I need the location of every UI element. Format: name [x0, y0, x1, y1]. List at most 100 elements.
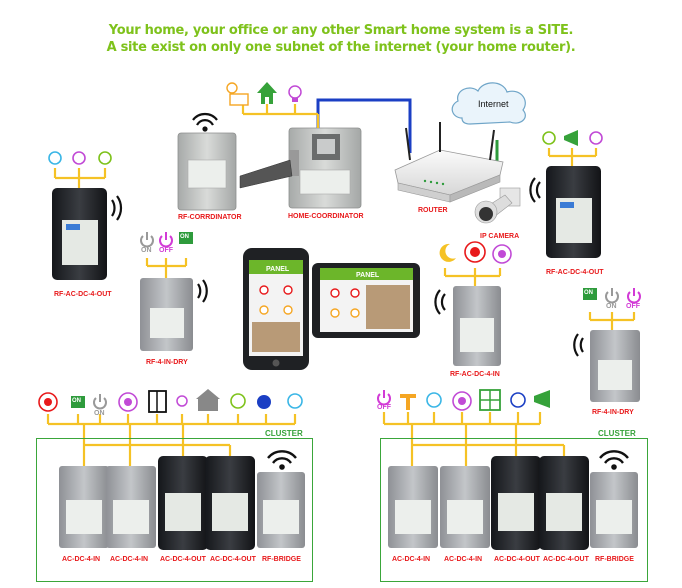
state-off-label: OFF	[159, 247, 173, 254]
bulb-icon	[72, 151, 86, 165]
window-icon	[148, 390, 167, 413]
rf-4-in-dry-right-label: RF-4-IN-DRY	[592, 409, 634, 416]
cluster-left-ac-dc-4-in-2	[106, 466, 156, 548]
window-icon	[479, 389, 501, 411]
wifi-icon	[267, 450, 297, 470]
bulb-icon	[510, 392, 526, 408]
switch-on-icon	[583, 288, 597, 300]
cluster-left-ac-dc-4-out-2	[205, 456, 255, 550]
switch-on-icon	[71, 396, 85, 408]
alarm-icon	[452, 391, 472, 411]
rf-ac-dc-4-out-left	[52, 188, 107, 280]
flat-cable	[239, 159, 293, 189]
bulb-icon	[98, 151, 112, 165]
power-icon	[605, 288, 619, 304]
left-dry-connectors	[145, 258, 188, 278]
cluster-left-ac-dc-4-out-1	[158, 456, 208, 550]
power-icon	[159, 232, 173, 248]
sprinkler-icon	[257, 395, 271, 409]
state-on-label: ON	[72, 398, 81, 404]
rf-coordinator-label: RF-CORRDINATOR	[178, 214, 242, 221]
garage-icon	[196, 389, 220, 411]
power-icon	[377, 390, 391, 406]
bulb-icon	[542, 131, 556, 145]
home-coordinator-label: HOME-COORDINATOR	[288, 213, 364, 220]
rf-ac-dc-4-out-left-label: RF-AC-DC-4-OUT	[54, 291, 112, 298]
center-in-connectors	[443, 268, 502, 286]
left-out-connectors	[53, 168, 107, 188]
bulb-icon	[426, 392, 442, 408]
wifi-icon	[529, 177, 541, 203]
power-icon	[93, 394, 107, 410]
router-label: ROUTER	[418, 207, 448, 214]
state-on-label: ON	[584, 290, 593, 296]
phone	[243, 248, 309, 370]
state-off-label: OFF	[626, 303, 640, 310]
cluster-right-device-label: AC-DC-4-OUT	[543, 556, 589, 563]
cluster-right-box	[380, 438, 648, 582]
cluster-right-ac-dc-4-out-1	[491, 456, 541, 550]
alarm-icon	[38, 392, 58, 412]
ip-camera	[474, 187, 521, 224]
home-coordinator	[288, 127, 362, 209]
cluster-right-device-label: AC-DC-4-OUT	[494, 556, 540, 563]
cluster-left-box	[36, 438, 313, 582]
alarm-icon	[492, 244, 512, 264]
cluster-right-ac-dc-4-out-2	[539, 456, 589, 550]
calendar-icon	[226, 82, 249, 106]
wifi-icon	[434, 289, 446, 315]
rf-4-in-dry-right	[590, 330, 640, 402]
headline-line-2: A site exist on only one subnet of the i…	[106, 40, 576, 55]
rf-ac-dc-4-out-right-label: RF-AC-DC-4-OUT	[546, 269, 604, 276]
internet-label: Internet	[478, 99, 509, 109]
rf-ac-dc-4-in-label: RF-AC-DC-4-IN	[450, 371, 500, 378]
home-coordinator-connectors	[241, 104, 320, 128]
cluster-right-device-label: AC-DC-4-IN	[392, 556, 431, 563]
bulb-icon	[230, 393, 246, 409]
moon-icon	[439, 243, 456, 262]
state-on-label: ON	[141, 247, 152, 254]
cluster-left-connectors	[46, 414, 297, 466]
cluster-left-ac-dc-4-in-1	[59, 466, 109, 548]
cluster-right-device-label: RF-BRIDGE	[595, 556, 634, 563]
cluster-right-connectors	[382, 412, 566, 466]
wifi-icon	[111, 195, 123, 221]
tablet	[312, 263, 420, 338]
wifi-icon	[192, 112, 218, 132]
cluster-left-device-label: RF-BRIDGE	[262, 556, 301, 563]
rf-ac-dc-4-in	[453, 286, 501, 366]
bulb-icon	[589, 131, 603, 145]
tablet-panel-title: PANEL	[356, 272, 380, 279]
state-off-label: OFF	[377, 404, 391, 411]
router	[394, 122, 504, 203]
cluster-right-ac-dc-4-in-2	[440, 466, 490, 548]
power-icon	[140, 232, 154, 248]
cluster-left-label: CLUSTER	[265, 429, 303, 438]
cluster-left-device-label: AC-DC-4-IN	[110, 556, 149, 563]
cluster-left-device-label: AC-DC-4-OUT	[210, 556, 256, 563]
rf-coordinator	[177, 132, 237, 211]
alarm-icon	[464, 241, 486, 263]
ip-camera-label: IP CAMERA	[480, 233, 519, 240]
internet-cloud	[451, 82, 526, 125]
rf-ac-dc-4-out-right	[546, 166, 601, 258]
megaphone-icon	[564, 130, 578, 146]
sprinkler-icon	[400, 394, 416, 410]
cluster-right-rf-bridge	[590, 472, 638, 548]
state-on-label: ON	[180, 234, 189, 240]
right-dry-connectors	[588, 312, 636, 330]
wifi-icon	[599, 450, 629, 470]
cluster-left-rf-bridge	[257, 472, 305, 548]
bulb-icon	[288, 85, 302, 102]
wifi-icon	[573, 333, 584, 357]
bulb-icon	[176, 395, 188, 407]
cluster-right-label: CLUSTER	[598, 429, 636, 438]
cluster-right-device-label: AC-DC-4-IN	[444, 556, 483, 563]
alarm-icon	[118, 392, 138, 412]
headline-line-1: Your home, your office or any other Smar…	[108, 23, 574, 38]
power-icon	[627, 288, 641, 304]
megaphone-icon	[534, 390, 550, 408]
wifi-icon	[197, 279, 208, 303]
